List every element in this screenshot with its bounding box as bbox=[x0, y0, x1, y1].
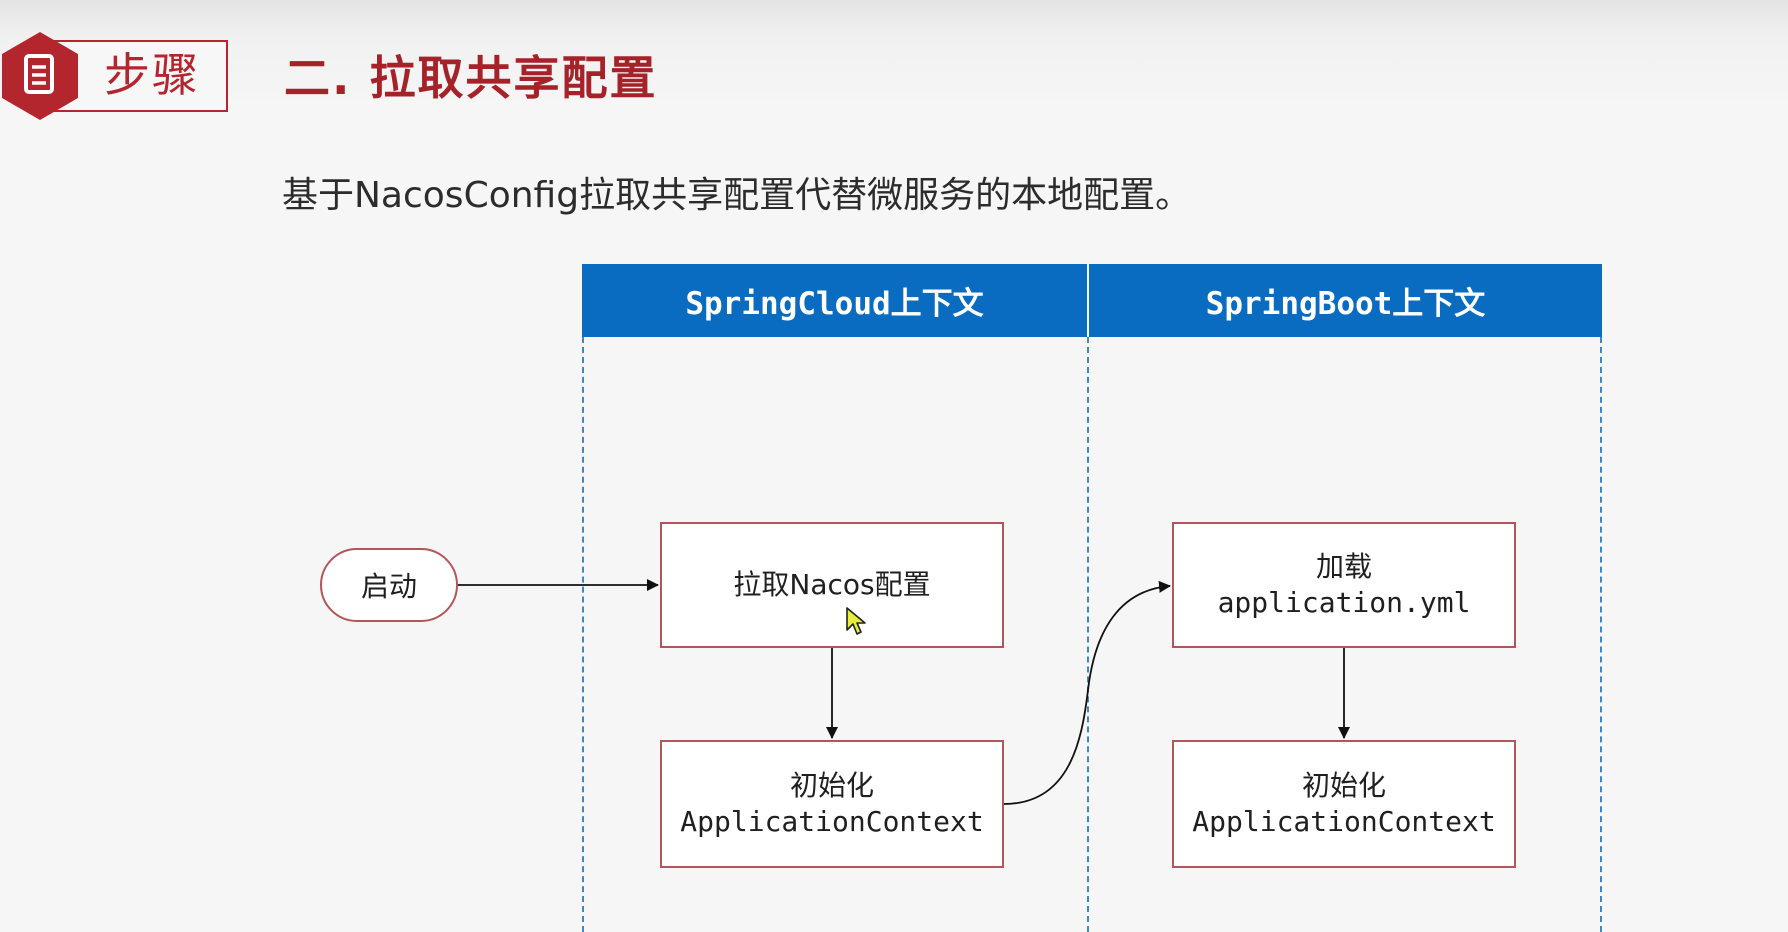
lane-divider bbox=[1087, 337, 1089, 932]
init-cloud-context-node: 初始化 ApplicationContext bbox=[660, 740, 1004, 868]
lane-header-springcloud: SpringCloud上下文 bbox=[582, 264, 1087, 337]
slide-title: 二. 拉取共享配置 bbox=[284, 51, 658, 105]
init-cloud-context-name: ApplicationContext bbox=[680, 805, 984, 838]
mouse-cursor-icon bbox=[846, 607, 866, 635]
pull-nacos-config-node: 拉取Nacos配置 bbox=[660, 522, 1004, 648]
section-badge-label: 步骤 bbox=[104, 48, 200, 102]
init-cloud-context-title: 初始化 bbox=[789, 769, 874, 802]
description-text: 基于NacosConfig拉取共享配置代替微服务的本地配置。 bbox=[282, 175, 1192, 216]
lane-boundary-left bbox=[582, 337, 584, 932]
section-badge bbox=[50, 40, 228, 112]
start-node: 启动 bbox=[320, 548, 458, 622]
load-application-yml-node: 加载 application.yml bbox=[1172, 522, 1516, 648]
document-icon bbox=[2, 32, 78, 120]
load-application-yml-file: application.yml bbox=[1217, 586, 1471, 619]
lane-boundary-right bbox=[1600, 337, 1602, 932]
load-application-yml-title: 加载 bbox=[1315, 550, 1372, 583]
init-boot-context-name: ApplicationContext bbox=[1192, 805, 1496, 838]
init-boot-context-title: 初始化 bbox=[1301, 769, 1386, 802]
init-boot-context-node: 初始化 ApplicationContext bbox=[1172, 740, 1516, 868]
pull-nacos-config-label: 拉取Nacos配置 bbox=[733, 568, 931, 601]
lane-header-springboot: SpringBoot上下文 bbox=[1089, 264, 1602, 337]
